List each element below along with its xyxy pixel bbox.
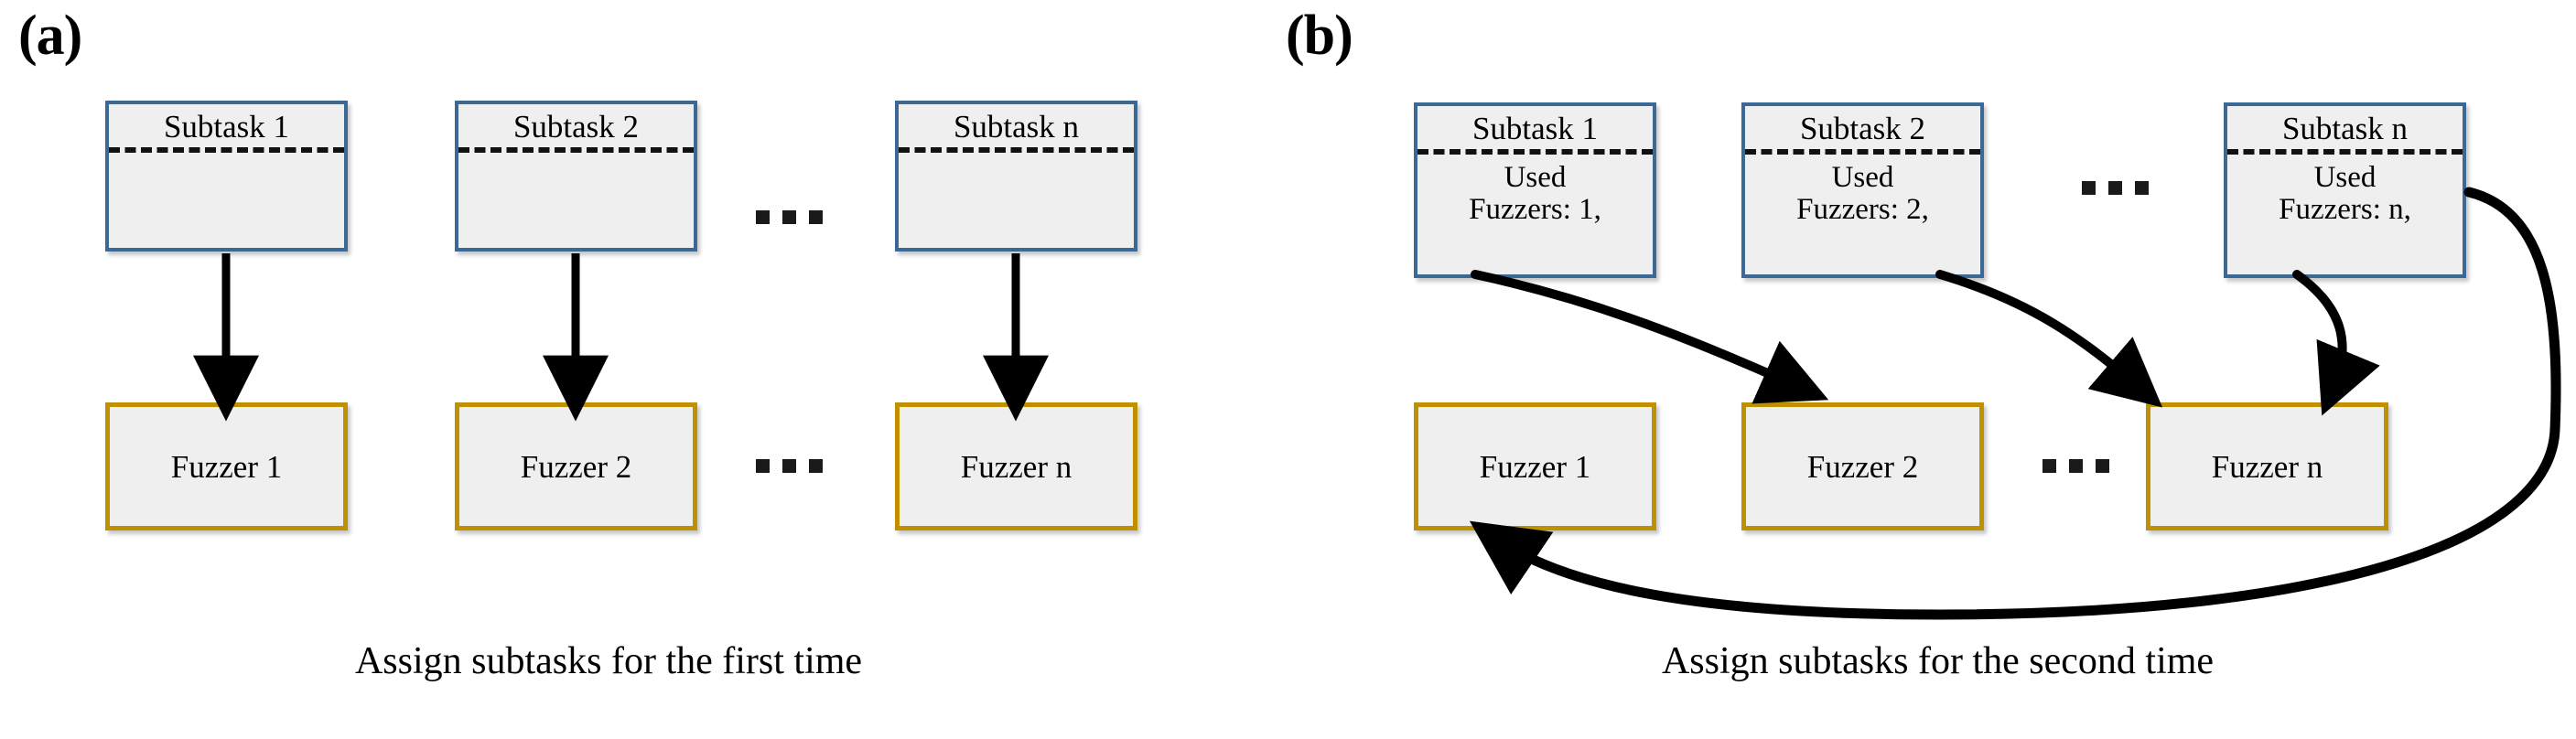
panel-a-caption: Assign subtasks for the first time bbox=[354, 640, 863, 682]
subtask-used-fuzzers: Used Fuzzers: 1, bbox=[1469, 160, 1601, 227]
subtask-divider bbox=[899, 146, 1134, 153]
fuzzer-label: Fuzzer 2 bbox=[520, 448, 632, 485]
subtask-title: Subtask n bbox=[2281, 111, 2409, 146]
fuzzer-label: Fuzzer 1 bbox=[1479, 448, 1591, 485]
panel-b-subtask-box-2[interactable]: Subtask 2 Used Fuzzers: 2, bbox=[1741, 102, 1984, 278]
subtask-divider bbox=[2227, 148, 2463, 155]
subtask-divider bbox=[458, 146, 694, 153]
panel-a-fuzzer-box-1[interactable]: Fuzzer 1 bbox=[105, 402, 348, 530]
subtask-title: Subtask n bbox=[953, 109, 1080, 145]
fuzzer-label: Fuzzer 2 bbox=[1806, 448, 1919, 485]
subtask-title: Subtask 2 bbox=[512, 109, 640, 145]
fuzzer-label: Fuzzer n bbox=[2211, 448, 2323, 485]
panel-b-caption: Assign subtasks for the second time bbox=[1661, 640, 2215, 682]
fuzzer-label: Fuzzer 1 bbox=[170, 448, 283, 485]
panel-a-subtask-box-1[interactable]: Subtask 1 bbox=[105, 101, 348, 252]
arrow-subtask1-to-fuzzer2 bbox=[1471, 270, 1829, 404]
panel-a-subtask-ellipsis bbox=[756, 210, 823, 224]
arrow-subtaskn-to-fuzzern-local bbox=[2292, 270, 2380, 416]
panel-b: (b) Subtask 1 Used Fuzzers: 1, Subtask 2… bbox=[1286, 0, 2576, 739]
panel-a-fuzzer-box-2[interactable]: Fuzzer 2 bbox=[455, 402, 697, 530]
panel-b-fuzzer-ellipsis bbox=[2042, 459, 2109, 473]
panel-b-fuzzer-box-n[interactable]: Fuzzer n bbox=[2146, 402, 2388, 530]
subtask-used-fuzzers: Used Fuzzers: n, bbox=[2279, 160, 2411, 227]
panel-b-fuzzer-box-2[interactable]: Fuzzer 2 bbox=[1741, 402, 1984, 530]
panel-b-fuzzer-box-1[interactable]: Fuzzer 1 bbox=[1414, 402, 1656, 530]
arrow-subtask2-to-fuzzern bbox=[1935, 270, 2163, 408]
panel-a-fuzzer-box-n[interactable]: Fuzzer n bbox=[895, 402, 1137, 530]
panel-b-subtask-box-1[interactable]: Subtask 1 Used Fuzzers: 1, bbox=[1414, 102, 1656, 278]
subtask-title: Subtask 2 bbox=[1799, 111, 1926, 146]
subtask-divider bbox=[109, 146, 344, 153]
subtask-title: Subtask 1 bbox=[163, 109, 290, 145]
subtask-title: Subtask 1 bbox=[1471, 111, 1599, 146]
fuzzer-label: Fuzzer n bbox=[960, 448, 1072, 485]
panel-a-subtask-box-2[interactable]: Subtask 2 bbox=[455, 101, 697, 252]
panel-a-fuzzer-ellipsis bbox=[756, 459, 823, 473]
panel-b-label: (b) bbox=[1286, 5, 1353, 67]
panel-a-subtask-box-n[interactable]: Subtask n bbox=[895, 101, 1137, 252]
subtask-divider bbox=[1745, 148, 1980, 155]
subtask-divider bbox=[1417, 148, 1653, 155]
panel-a: (a) Subtask 1 Subtask 2 Subtask n Fuzzer… bbox=[18, 5, 1137, 682]
panel-a-label: (a) bbox=[18, 5, 82, 67]
panel-b-subtask-box-n[interactable]: Subtask n Used Fuzzers: n, bbox=[2224, 102, 2466, 278]
panel-b-subtask-ellipsis bbox=[2082, 181, 2149, 195]
subtask-used-fuzzers: Used Fuzzers: 2, bbox=[1796, 160, 1929, 227]
